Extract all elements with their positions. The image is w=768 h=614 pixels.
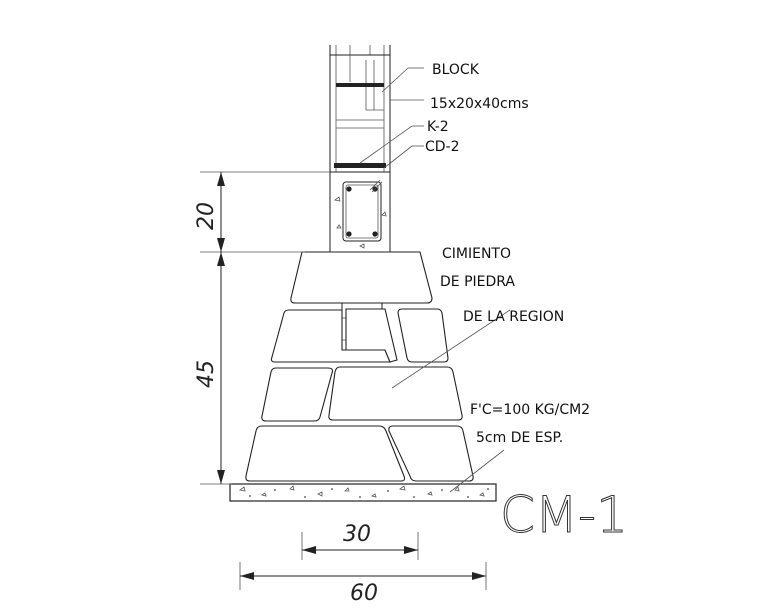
label-de-la-region: DE LA REGION	[463, 309, 564, 325]
label-de-piedra: DE PIEDRA	[440, 274, 515, 290]
stone-foundation	[245, 251, 474, 482]
label-block: BLOCK	[432, 62, 480, 78]
label-block-size: 15x20x40cms	[430, 96, 529, 112]
dimension-60: 60	[350, 581, 378, 606]
label-k2: K-2	[427, 119, 449, 135]
label-cimiento: CIMIENTO	[442, 246, 511, 262]
concrete-slab	[229, 483, 497, 502]
label-cd2: CD-2	[425, 139, 460, 155]
chain-beam	[329, 171, 391, 253]
horizontal-dimensions	[239, 532, 487, 590]
dimension-30: 30	[343, 522, 371, 547]
label-concrete-strength: F'C=100 KG/CM2	[470, 402, 590, 418]
leader-lines	[359, 67, 511, 493]
dimension-45: 45	[194, 360, 219, 388]
vertical-dimensions	[200, 171, 330, 485]
dimension-20: 20	[194, 202, 219, 230]
block-wall	[329, 45, 391, 172]
label-concrete-thickness: 5cm DE ESP.	[476, 430, 563, 446]
drawing-title: CM-1	[500, 486, 628, 544]
